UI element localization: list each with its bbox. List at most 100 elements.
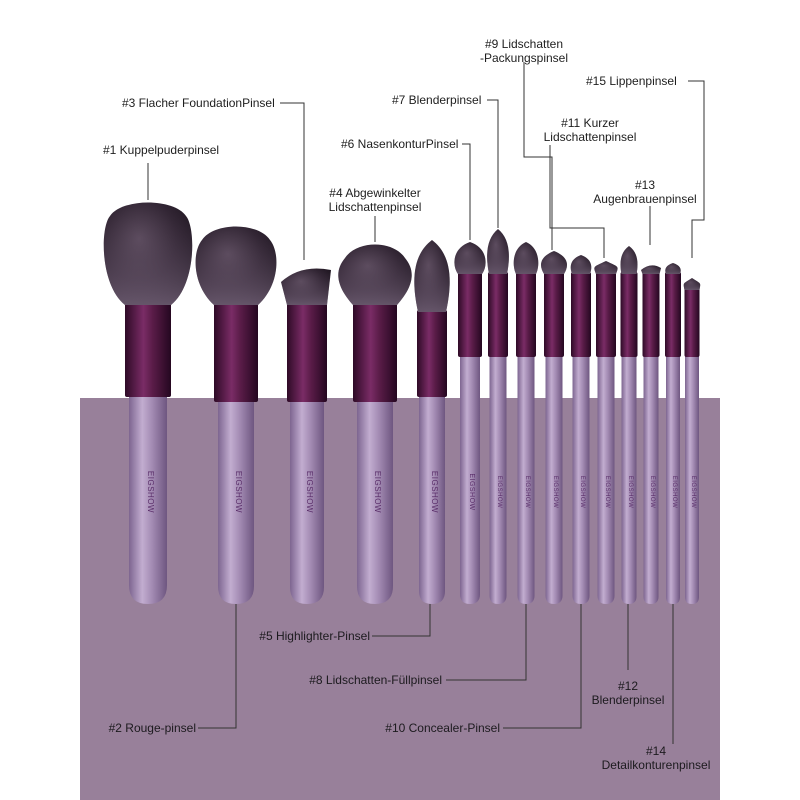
brush-3: EIGSHOW	[281, 268, 331, 604]
label-brush-10: #10 Concealer-Pinsel	[385, 721, 500, 735]
brush-15: EIGSHOW	[683, 278, 701, 604]
label-brush-12-line-1: #12	[617, 679, 639, 693]
brush-8-handle	[517, 355, 535, 604]
brush-9-handle	[545, 355, 563, 604]
brush-13-ferrule	[642, 272, 660, 357]
leader-line-5	[372, 604, 431, 637]
brush-14-brand-mark: EIGSHOW	[671, 476, 677, 509]
leader-line-11	[549, 145, 605, 258]
leader-line-8	[446, 604, 527, 681]
brush-5-handle	[419, 395, 445, 604]
brush-14-ferrule	[665, 272, 681, 357]
brush-14-bristle-sheen	[665, 263, 681, 274]
label-brush-9-line-1: #9 Lidschatten	[484, 37, 564, 51]
brush-7: EIGSHOW	[487, 229, 509, 604]
brush-10-ferrule	[571, 272, 591, 357]
leader-line-2	[198, 604, 237, 729]
brush-6: EIGSHOW	[454, 242, 486, 604]
brush-1-brand-mark: EIGSHOW	[146, 471, 155, 513]
label-brush-13-line-1: #13	[634, 178, 656, 192]
leader-line-6	[462, 143, 471, 240]
brush-15-bristle-sheen	[683, 278, 701, 290]
brush-1: EIGSHOW	[103, 202, 193, 604]
brush-12-brand-mark: EIGSHOW	[627, 476, 633, 509]
brush-11-brand-mark: EIGSHOW	[604, 476, 610, 509]
brush-11: EIGSHOW	[594, 261, 618, 604]
label-brush-5: #5 Highlighter-Pinsel	[259, 629, 370, 643]
brush-10-handle	[572, 355, 590, 604]
label-brush-4-line-2: Lidschattenpinsel	[328, 200, 422, 214]
brush-4-brand-mark: EIGSHOW	[373, 471, 382, 513]
label-brush-3: #3 Flacher FoundationPinsel	[122, 96, 275, 110]
brush-9-bristle-sheen	[541, 251, 567, 274]
leader-line-7	[487, 99, 499, 228]
brush-8-brand-mark: EIGSHOW	[524, 476, 530, 509]
brush-15-brand-mark: EIGSHOW	[690, 476, 696, 509]
brush-11-bristle-sheen	[594, 261, 618, 274]
brush-3-bristle-sheen	[281, 268, 331, 305]
brush-13-bristle-sheen	[641, 265, 661, 274]
label-brush-11-line-1: #11 Kurzer	[561, 116, 619, 130]
brush-5-brand-mark: EIGSHOW	[430, 471, 439, 513]
brush-7-handle	[489, 355, 507, 604]
brush-10-bristle-sheen	[570, 255, 592, 274]
label-brush-15: #15 Lippenpinsel	[586, 74, 677, 88]
brush-12-ferrule	[620, 272, 638, 357]
label-brush-4-line-1: #4 Abgewinkelter	[329, 186, 421, 200]
leader-line-15	[688, 80, 705, 258]
brush-1-ferrule	[125, 303, 171, 397]
brush-11-handle	[597, 355, 615, 604]
brush-11-ferrule	[596, 272, 616, 357]
brush-13-brand-mark: EIGSHOW	[649, 476, 655, 509]
brush-13-handle	[643, 355, 659, 604]
brush-2-handle	[218, 400, 254, 604]
brush-6-brand-mark: EIGSHOW	[468, 473, 475, 510]
brush-4-ferrule	[353, 303, 397, 402]
brush-group: EIGSHOW EIGSHOW EIGSHOW EIGSHOW EIGSHOW EIGSH…	[103, 202, 701, 604]
brush-14-handle	[666, 355, 680, 604]
brush-6-bristle-sheen	[454, 242, 486, 274]
label-brush-9-line-2: -Packungspinsel	[479, 51, 569, 65]
brush-5-ferrule	[417, 310, 447, 397]
label-brush-12-line-2: Blenderpinsel	[591, 693, 665, 707]
leader-lines	[147, 62, 705, 744]
brush-1-handle	[129, 395, 167, 604]
brush-3-handle	[290, 400, 324, 604]
brush-4-bristle-sheen	[338, 244, 412, 305]
label-brush-8: #8 Lidschatten-Füllpinsel	[309, 673, 442, 687]
brush-10: EIGSHOW	[570, 255, 592, 604]
label-brush-13-line-2: Augenbrauenpinsel	[593, 192, 697, 206]
brush-1-bristle-sheen	[103, 202, 193, 305]
brush-9-ferrule	[544, 272, 564, 357]
brush-7-bristle-sheen	[487, 229, 509, 274]
brush-12-handle	[621, 355, 637, 604]
leader-line-3	[280, 102, 305, 260]
brush-9: EIGSHOW	[541, 251, 567, 604]
brush-2-ferrule	[214, 303, 258, 402]
brush-8: EIGSHOW	[513, 242, 539, 604]
brush-5-bristle-sheen	[414, 240, 450, 312]
brush-5: EIGSHOW	[414, 240, 450, 604]
label-brush-7: #7 Blenderpinsel	[392, 93, 482, 107]
label-brush-14-line-1: #14	[645, 744, 667, 758]
brush-3-brand-mark: EIGSHOW	[305, 471, 314, 513]
brush-9-brand-mark: EIGSHOW	[552, 476, 558, 509]
brush-2-bristle-sheen	[195, 226, 277, 305]
brush-15-ferrule	[684, 288, 700, 357]
brush-6-handle	[460, 355, 480, 604]
brush-4: EIGSHOW	[338, 244, 412, 604]
brush-7-ferrule	[488, 272, 508, 357]
brush-10-brand-mark: EIGSHOW	[579, 476, 585, 509]
brush-4-handle	[357, 400, 393, 604]
brush-3-ferrule	[287, 303, 327, 402]
leader-line-9	[523, 62, 553, 250]
brush-14: EIGSHOW	[665, 263, 681, 604]
label-brush-6: #6 NasenkonturPinsel	[341, 137, 459, 151]
brush-8-bristle-sheen	[513, 242, 539, 274]
leader-line-10	[503, 604, 582, 729]
brush-12-bristle-sheen	[620, 246, 638, 274]
label-brush-1: #1 Kuppelpuderpinsel	[103, 143, 220, 157]
label-brush-11-line-2: Lidschattenpinsel	[543, 130, 637, 144]
